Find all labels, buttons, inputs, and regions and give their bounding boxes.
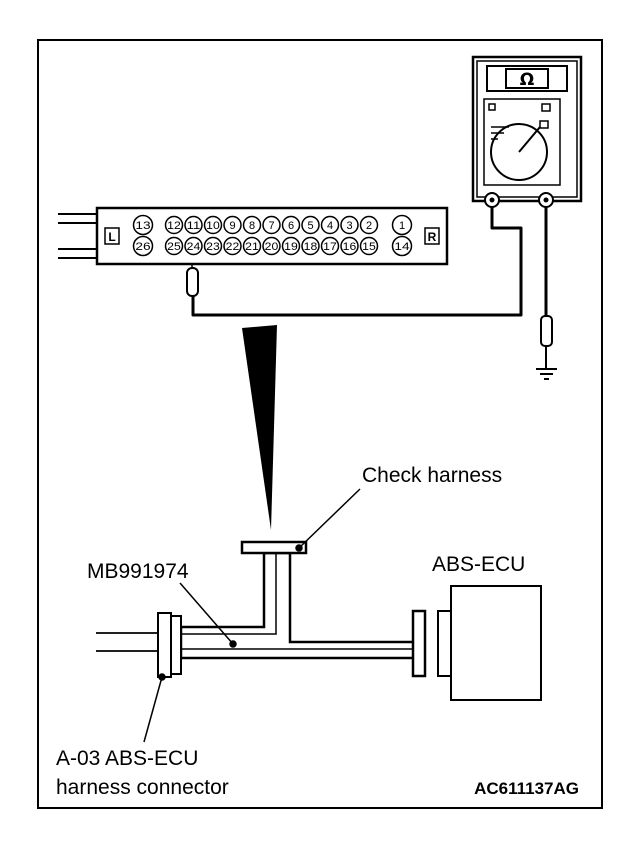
connector-end-left: L [108, 230, 115, 244]
connector-pin-label: 25 [167, 241, 181, 253]
connector-pin-label: 21 [245, 241, 259, 253]
label-connector-line1: A-03 ABS-ECU [56, 747, 198, 770]
connector-pin-top-13 [132, 214, 154, 236]
connector-pin-top-8 [242, 215, 262, 235]
leader-lines [143, 488, 361, 743]
pins-top-row: 13 12 11 10 9 8 7 6 5 4 3 2 1 [132, 214, 413, 236]
ohmmeter: Ω [471, 55, 583, 208]
vehicle-harness-wire [96, 632, 158, 652]
connector-pin-label: 16 [343, 241, 357, 253]
check-harness-plate [240, 540, 308, 555]
connector-pin-top-11 [184, 215, 203, 235]
connector-pin-top-3 [340, 215, 359, 235]
label-abs-ecu: ABS-ECU [432, 553, 525, 576]
connector-pin-bottom-16 [340, 236, 359, 256]
connector-pin-label: 11 [187, 220, 201, 232]
connector-pin-label: 19 [284, 241, 298, 253]
connector-pin-label: 1 [399, 220, 405, 232]
connector-pin-label: 3 [346, 220, 352, 232]
diagram-frame [37, 39, 603, 809]
connector-pin-bottom-26 [132, 235, 154, 257]
connector-pin-label: 10 [206, 220, 220, 232]
label-connector-line2: harness connector [56, 776, 229, 799]
connector-pin-label: 24 [187, 241, 201, 253]
connector-pin-bottom-17 [320, 236, 340, 256]
connector-pin-top-5 [301, 215, 320, 235]
connector-pin-bottom-19 [281, 236, 301, 256]
ecu-side-flange [411, 609, 427, 678]
ohm-symbol: Ω [520, 70, 534, 90]
figure-code: AC611137AG [474, 779, 579, 798]
label-check-harness: Check harness [362, 464, 502, 487]
test-leads [186, 207, 553, 369]
connector-pin-top-2 [359, 215, 379, 235]
connector-pin-bottom-14 [391, 235, 413, 257]
connector-pin-label: 26 [135, 241, 150, 253]
connector-pin-bottom-15 [359, 236, 379, 256]
connector-pin-top-6 [281, 215, 301, 235]
pins-bottom-row: 26 25 24 23 22 21 20 19 18 17 16 15 14 [132, 235, 413, 257]
connector-pin-label: 6 [288, 220, 294, 232]
connector-pin-top-9 [223, 215, 242, 235]
probe-tip [186, 267, 199, 297]
check-harness-assembly [157, 540, 427, 678]
connector-pin-top-1 [391, 214, 413, 236]
connector-pin-label: 8 [249, 220, 255, 232]
connector-pin-top-10 [203, 215, 223, 235]
connector-pin-label: 20 [265, 241, 279, 253]
connector-pin-label: 7 [268, 220, 274, 232]
connector-pin-bottom-22 [223, 236, 242, 256]
connector-pin-bottom-18 [301, 236, 320, 256]
harness-connector-flange [157, 612, 172, 678]
connector-pin-bottom-24 [184, 236, 203, 256]
connector-pin-label: 18 [304, 241, 318, 253]
label-tool-number: MB991974 [87, 560, 189, 583]
connector-pin-label: 17 [323, 241, 337, 253]
connector-pin-bottom-20 [262, 236, 281, 256]
connector-pin-top-12 [164, 215, 184, 235]
ground-symbol [536, 368, 557, 380]
connector-pin-label: 2 [366, 220, 372, 232]
connector-pin-top-7 [262, 215, 281, 235]
connector-pin-bottom-25 [164, 236, 184, 256]
connector-pin-label: 5 [307, 220, 313, 232]
connector-pin-label: 22 [226, 241, 240, 253]
connector-pin-bottom-21 [242, 236, 262, 256]
connector-pin-label: 15 [362, 241, 376, 253]
connector-end-right: R [428, 230, 437, 244]
connector-pin-label: 12 [167, 220, 181, 232]
abs-ecu-unit [437, 585, 542, 701]
connector-pin-top-4 [320, 215, 340, 235]
connector-pin-label: 14 [394, 241, 409, 253]
connector-pin-label: 4 [327, 220, 333, 232]
connector-pin-label: 13 [135, 220, 150, 232]
connector-pin-label: 23 [206, 241, 220, 253]
connector-pin-bottom-23 [203, 236, 223, 256]
pointer-wedge [242, 325, 277, 530]
connector-pin-label: 9 [229, 220, 235, 232]
